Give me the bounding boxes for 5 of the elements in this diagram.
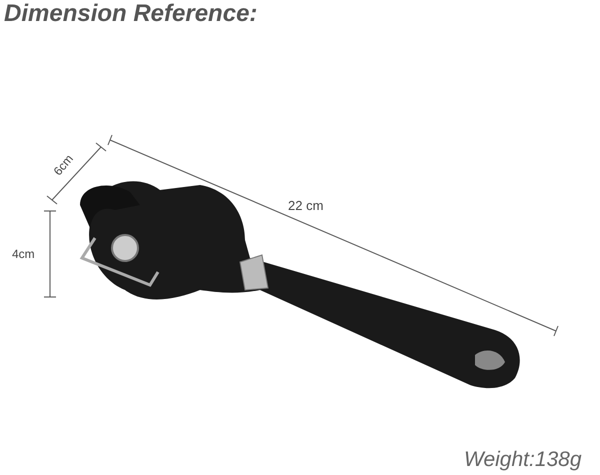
dimension-label: 4cm (12, 247, 35, 261)
dimension-label: 6cm (50, 152, 76, 178)
page-title: Dimension Reference: (4, 0, 258, 28)
dimension-label: 22 cm (288, 198, 324, 213)
weight-label: Weight:138g (464, 448, 582, 472)
